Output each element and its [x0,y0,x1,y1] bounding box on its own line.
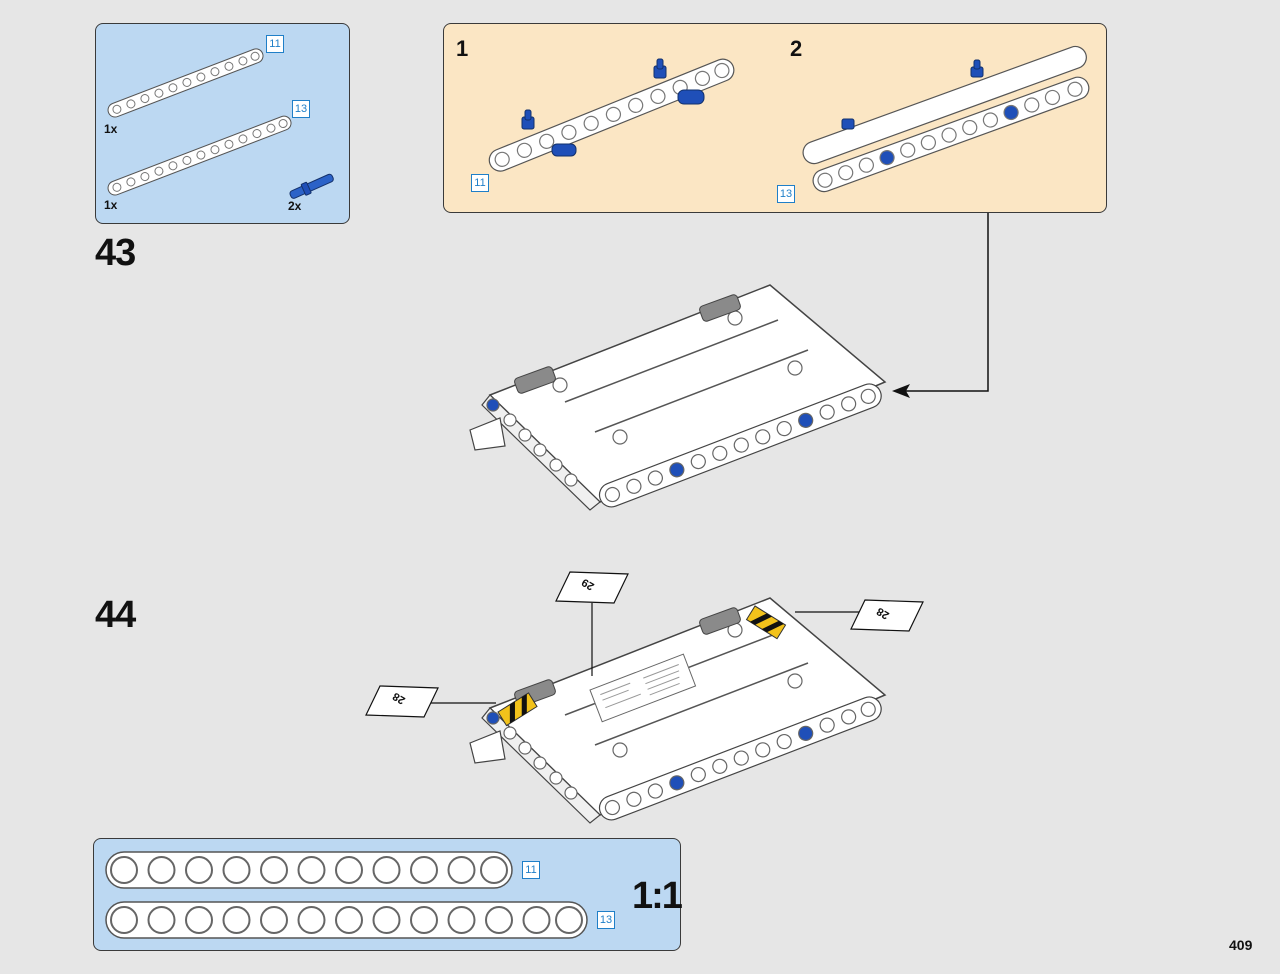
quantity-label: 1x [104,122,118,136]
length-badge-11: 11 [471,174,489,192]
beam-11-part [107,48,264,118]
substep-number: 2 [790,36,803,61]
substep-1-beam [488,58,735,172]
length-badge-11: 11 [266,35,284,53]
step-number: 44 [95,594,136,636]
scale-ruler-graphics [105,851,588,939]
beam-13-part [107,115,292,196]
blue-axle-pin-icon [289,173,334,199]
ruler-beam-13 [105,901,588,939]
substep-2-beam-back [802,45,1087,165]
blue-pin-icon [521,58,705,157]
length-badge-11: 11 [522,861,540,879]
step-number: 43 [95,232,136,274]
page-number: 409 [1229,937,1253,953]
substep-2-beam-front [812,76,1090,193]
printed-data-tile [589,653,697,723]
hazard-sticker [745,605,787,640]
length-badge-13: 13 [597,911,615,929]
quantity-label: 1x [104,198,118,212]
parts-list-panel: 11 1x 13 1x 2x [95,23,350,224]
length-badge-13: 13 [292,100,310,118]
scale-label: 1:1 [632,875,683,917]
scale-ruler-panel: 11 13 1:1 [93,838,683,951]
ruler-beam-11 [105,851,513,889]
blue-pin-icon [841,59,984,130]
parts-list-graphics [107,48,334,199]
substep-number: 1 [456,36,469,61]
sticker-callout [365,571,924,718]
quantity-label: 2x [288,199,302,213]
subassembly-panel: 1 2 11 13 [443,23,1107,213]
length-badge-13: 13 [777,185,795,203]
hazard-sticker [497,692,538,727]
subassembly-graphics [488,45,1090,193]
